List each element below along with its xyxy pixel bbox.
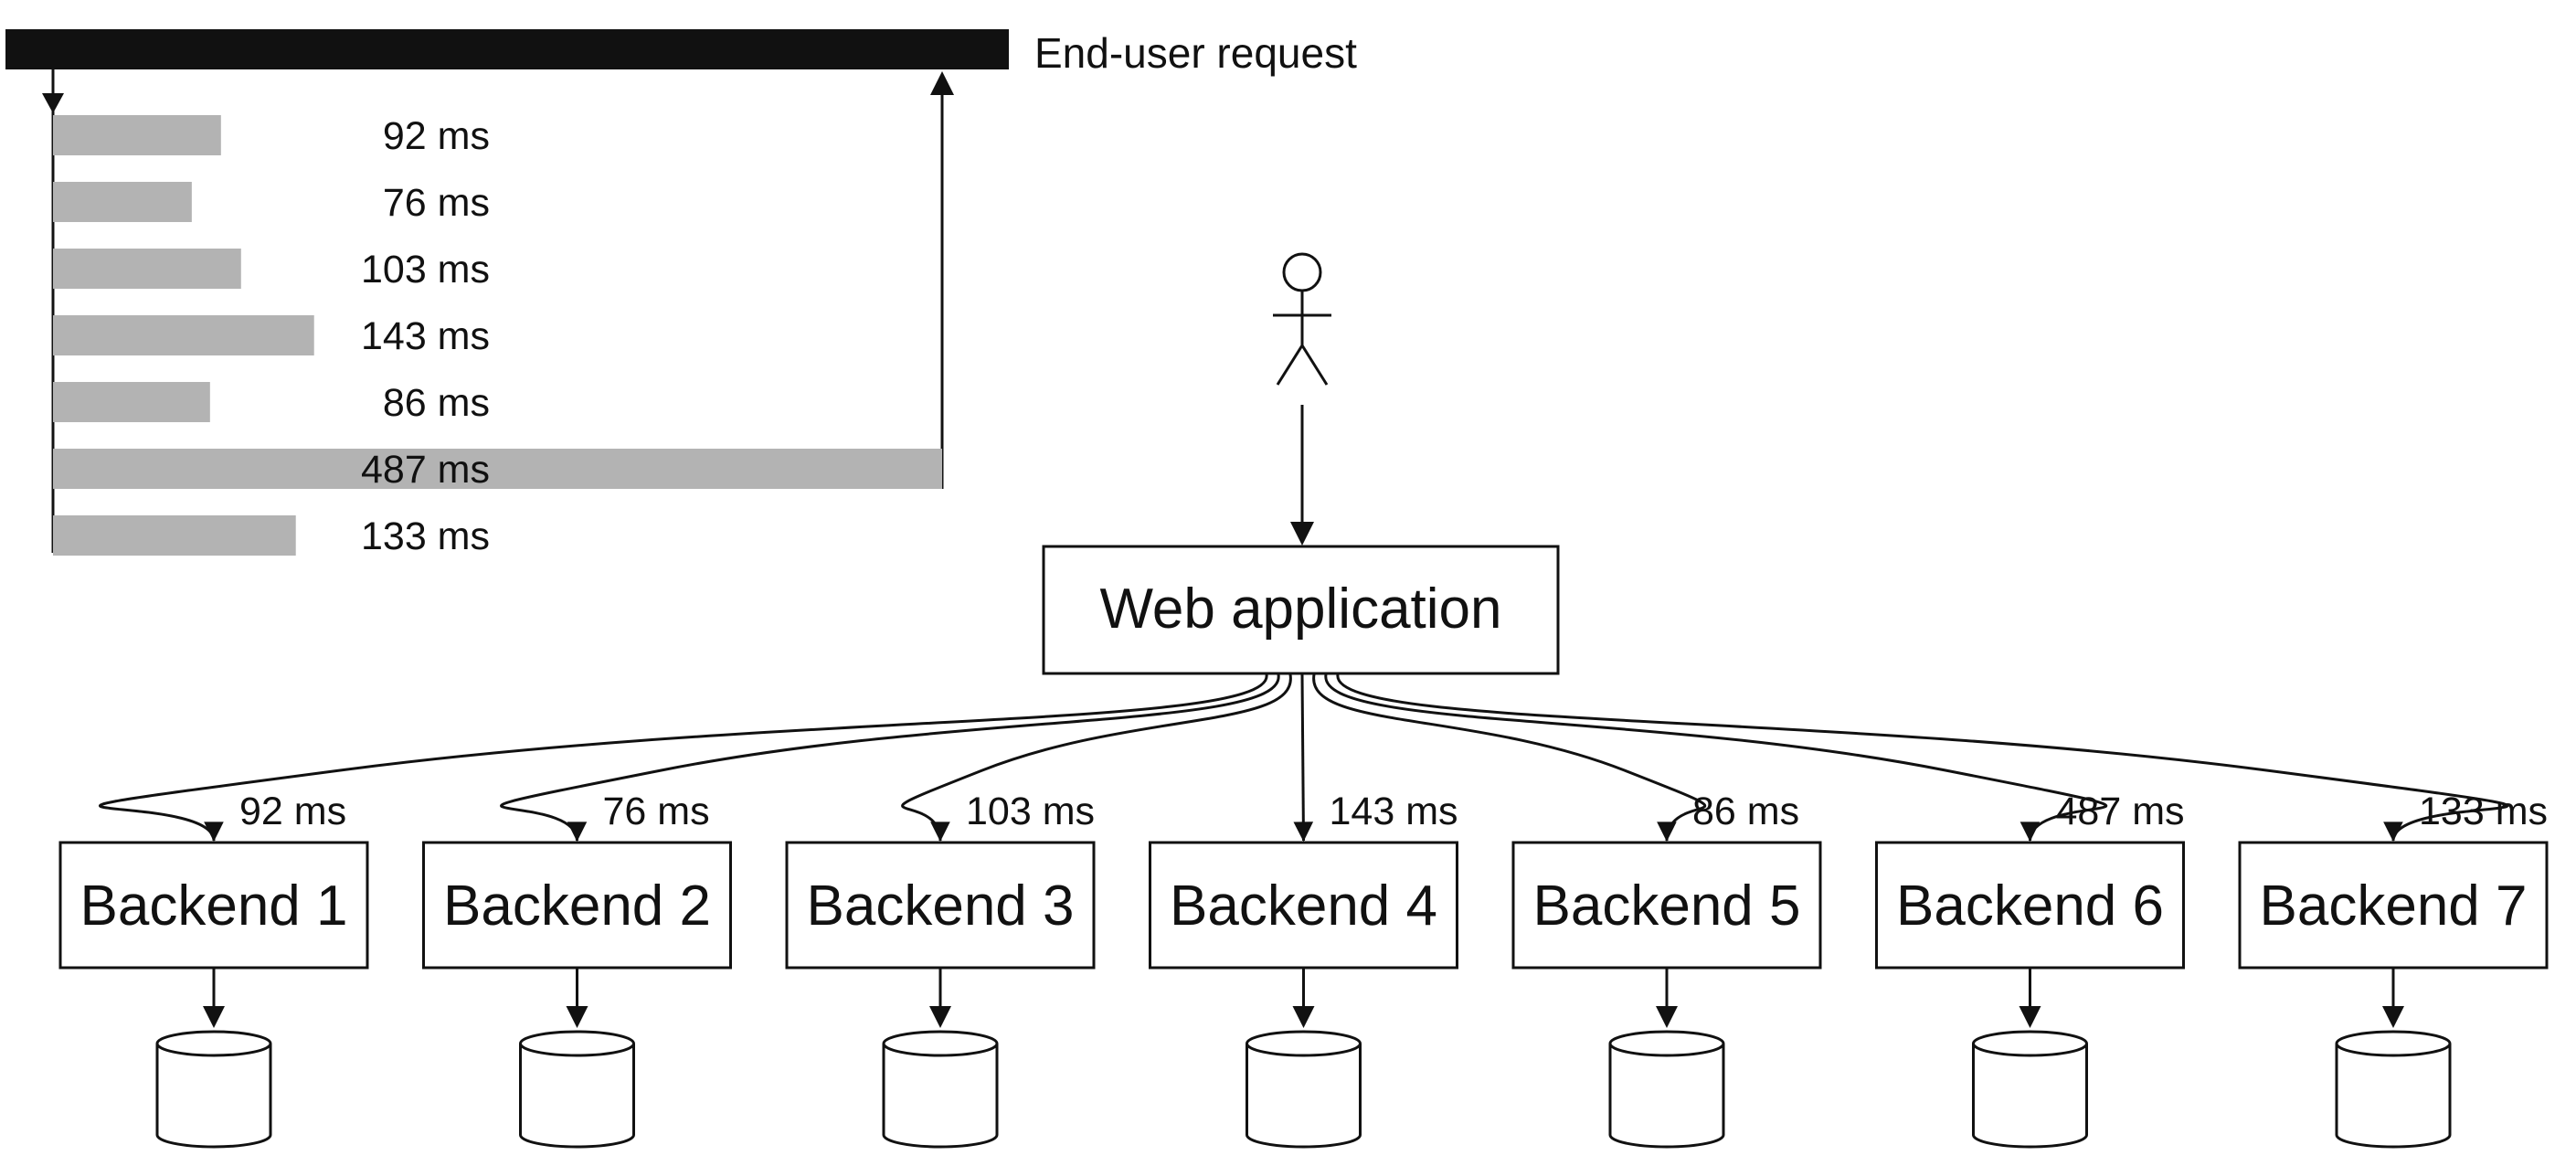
- backend-to-db-arrowhead: [566, 1006, 588, 1028]
- backend-box: Backend 6: [1875, 841, 2185, 970]
- backend-box: Backend 4: [1149, 841, 1458, 970]
- fanout-edge-latency-label: 103 ms: [966, 790, 1095, 833]
- fanout-edge-latency-label: 92 ms: [239, 790, 346, 833]
- fanout-edge-latency-label: 133 ms: [2419, 790, 2548, 833]
- backend-to-db-arrowhead: [1656, 1006, 1678, 1028]
- backend-to-db-arrowhead: [929, 1006, 951, 1028]
- latency-bar-label: 143 ms: [361, 314, 490, 358]
- request-timeline: End-user request 92 ms 76 ms 103 ms 143 ms 8…: [5, 29, 1357, 558]
- backend-to-db-arrowhead: [203, 1006, 225, 1028]
- latency-bar: [53, 515, 296, 556]
- backend-box: Backend 1: [58, 841, 369, 970]
- backend-box: Backend 2: [422, 841, 732, 970]
- backend-to-db-arrowhead: [1292, 1006, 1315, 1028]
- backend-label: Backend 6: [1896, 874, 2164, 938]
- timeline-start-arrowhead: [42, 93, 64, 113]
- web-application-box: Web application: [1042, 545, 1560, 675]
- backend-to-db-arrowhead: [2019, 1006, 2041, 1028]
- backend-box: Backend 7: [2238, 841, 2549, 970]
- timeline-return-arrowhead: [930, 71, 954, 95]
- database-icon: [1608, 1030, 1725, 1149]
- backend-to-db-arrowhead: [2382, 1006, 2404, 1028]
- backend-label: Backend 7: [2260, 874, 2528, 938]
- backend-label: Backend 5: [1533, 874, 1801, 938]
- backend-label: Backend 1: [80, 874, 348, 938]
- database-icon: [155, 1030, 272, 1149]
- user-to-webapp-arrowhead: [1290, 522, 1314, 546]
- fanout-edge: [99, 673, 1268, 842]
- latency-bar: [53, 449, 942, 489]
- latency-bar-label: 487 ms: [361, 448, 490, 492]
- fanout-edge-latency-label: 86 ms: [1692, 790, 1799, 833]
- fanout-edge-latency-label: 76 ms: [603, 790, 710, 833]
- end-user-request-bar: [5, 29, 1009, 69]
- latency-bar-label: 133 ms: [361, 514, 490, 558]
- user-icon: [1273, 252, 1331, 386]
- latency-bar-label: 92 ms: [383, 114, 490, 158]
- backend-box: Backend 3: [785, 841, 1096, 970]
- fanout-edge: [1324, 673, 2108, 842]
- web-application-label: Web application: [1099, 578, 1501, 641]
- latency-bar-label: 86 ms: [383, 381, 490, 425]
- latency-bar: [53, 182, 192, 222]
- fanout-edge: [901, 673, 1292, 842]
- latency-bar-label: 76 ms: [383, 181, 490, 225]
- fanout-edge-latency-label: 487 ms: [2056, 790, 2185, 833]
- backend-label: Backend 3: [807, 874, 1075, 938]
- fanout-edge: [1336, 673, 2509, 842]
- fanout-edge: [1312, 673, 1707, 842]
- database-icon: [1972, 1030, 2088, 1149]
- database-icon: [1246, 1030, 1362, 1149]
- latency-bar: [53, 115, 221, 155]
- latency-bar: [53, 315, 314, 355]
- fanout-edge: [1293, 673, 1314, 842]
- latency-bar-label: 103 ms: [361, 248, 490, 292]
- latency-bar: [53, 382, 210, 422]
- database-icon: [2335, 1030, 2452, 1149]
- database-icon: [882, 1030, 999, 1149]
- fanout-edge-latency-label: 143 ms: [1330, 790, 1458, 833]
- backend-label: Backend 4: [1170, 874, 1437, 938]
- backend-box: Backend 5: [1511, 841, 1822, 970]
- end-user-request-label: End-user request: [1034, 29, 1357, 77]
- fanout-edge: [500, 673, 1280, 842]
- backend-label: Backend 2: [443, 874, 711, 938]
- database-icon: [519, 1030, 635, 1149]
- latency-bar: [53, 249, 241, 289]
